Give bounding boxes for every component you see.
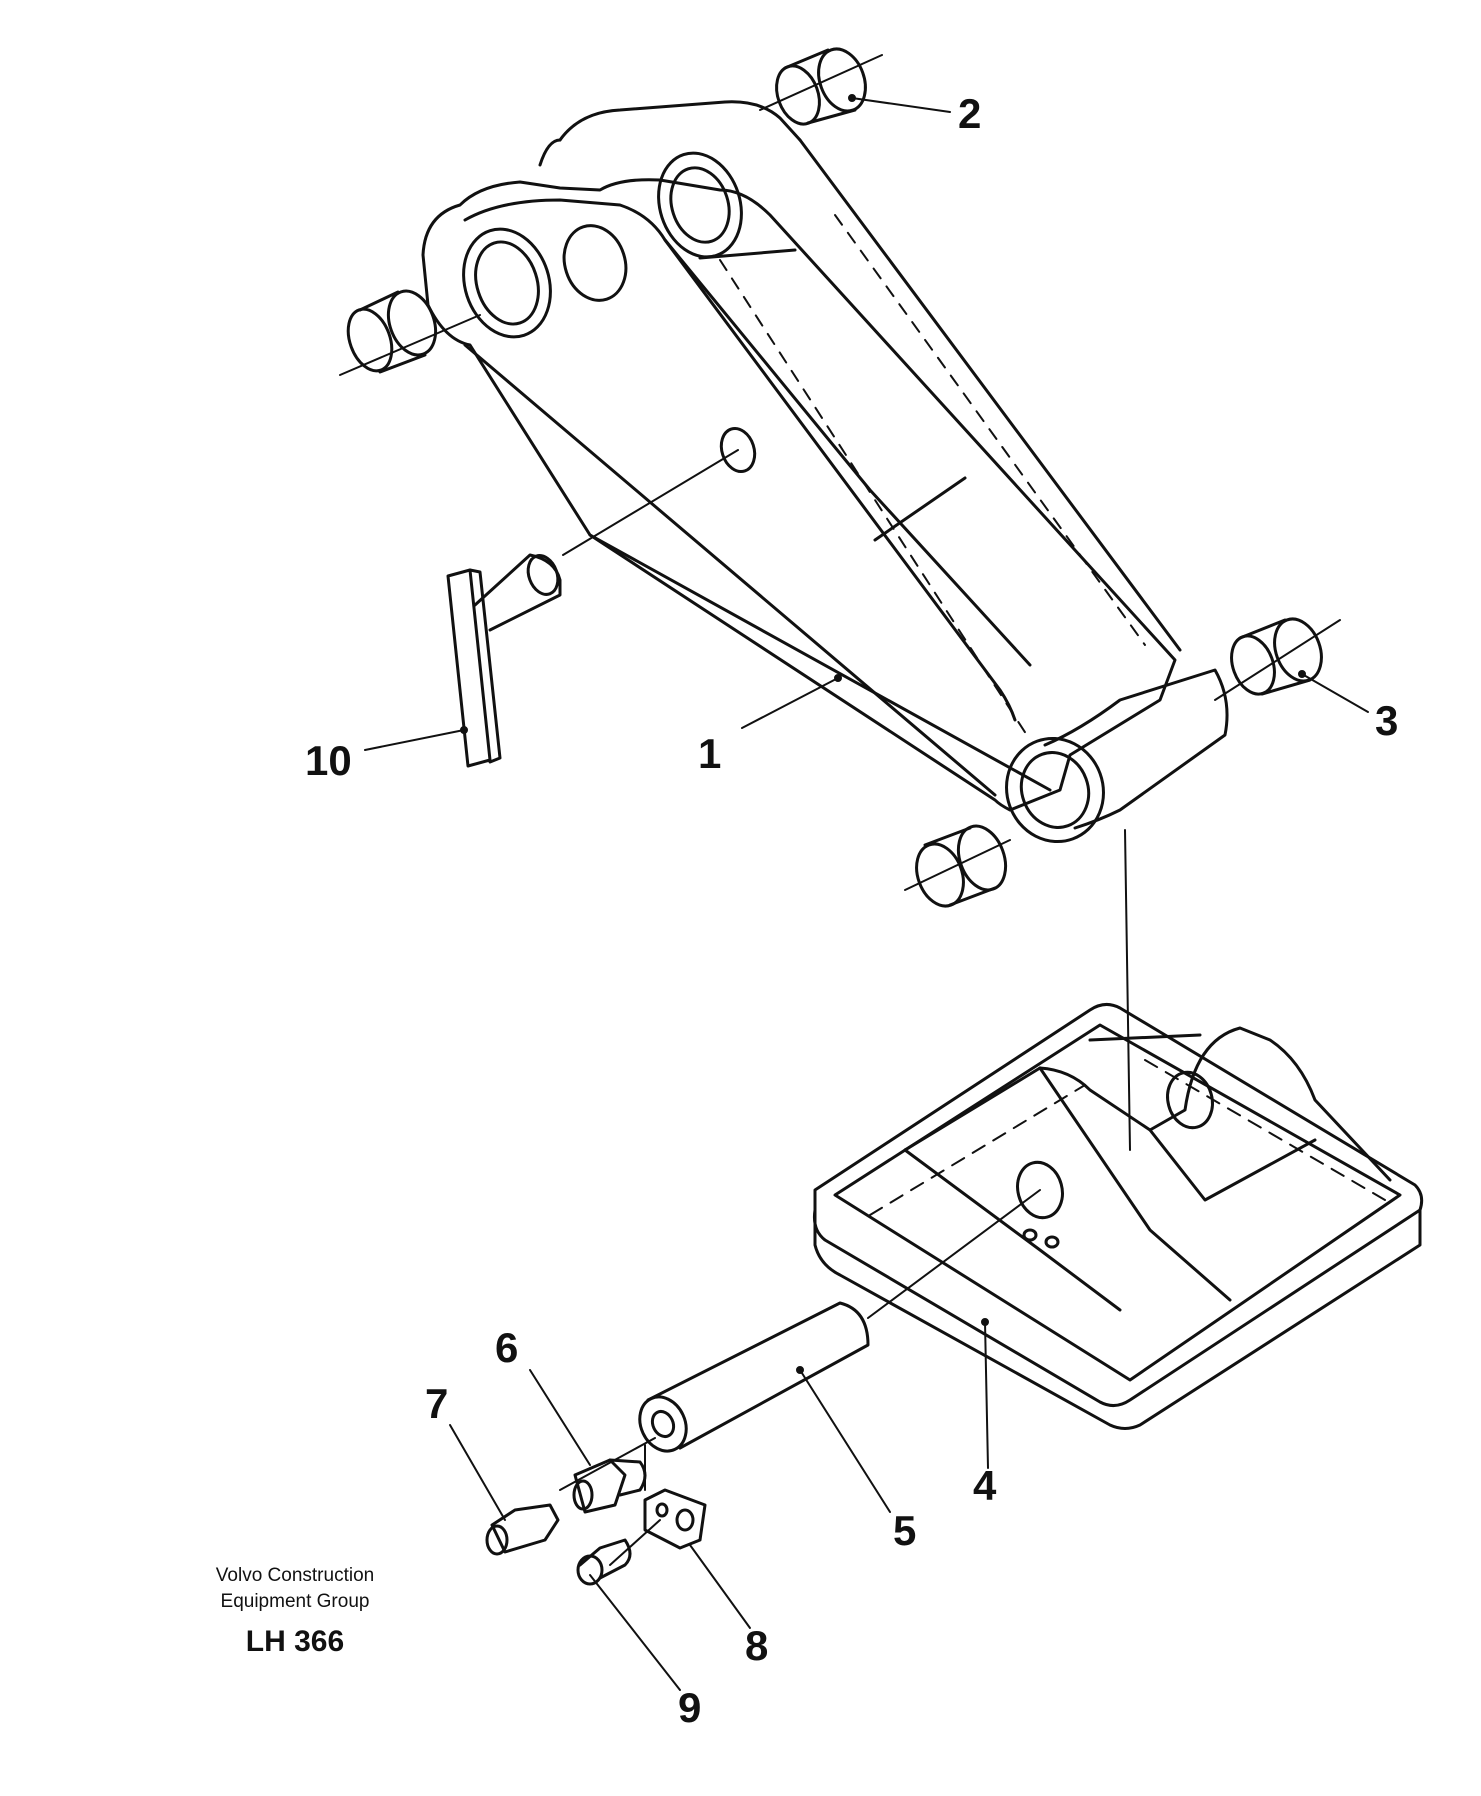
callout-6: 6	[495, 1324, 518, 1371]
callout-1: 1	[698, 730, 721, 777]
drawing-code: LH 366	[245, 1625, 345, 1658]
part-8-lock-plate	[643, 1488, 707, 1550]
part-4-base-plate	[813, 1003, 1424, 1430]
callout-7: 7	[425, 1380, 448, 1427]
part-10-locking-bracket	[446, 553, 562, 768]
part-5-main-pin	[638, 1301, 870, 1453]
callout-5: 5	[893, 1507, 916, 1554]
leader-lines	[364, 97, 1369, 1691]
assembly-centerlines	[339, 54, 1341, 1566]
part-2-bushing	[775, 47, 867, 126]
callout-4: 4	[973, 1462, 997, 1509]
part-1-arm	[421, 100, 1229, 844]
callout-9: 9	[678, 1684, 701, 1731]
part-7-grease-nipple	[485, 1503, 560, 1556]
company-credit: Volvo Construction Equipment Group	[150, 1563, 440, 1615]
callout-2: 2	[958, 90, 981, 137]
bushing-lower-left	[915, 824, 1008, 908]
callout-labels: 1 2 3 4 5 6 7 8 9 10	[305, 90, 1398, 1731]
callout-8: 8	[745, 1622, 768, 1669]
company-line-2: Equipment Group	[220, 1591, 370, 1612]
callout-10: 10	[305, 737, 352, 784]
company-line-1: Volvo Construction	[215, 1565, 375, 1586]
bushing-upper-left	[346, 289, 438, 374]
part-9-screw	[576, 1538, 632, 1586]
part-3-bushing	[1230, 617, 1323, 696]
part-6-adapter	[572, 1458, 647, 1514]
callout-3: 3	[1375, 697, 1398, 744]
